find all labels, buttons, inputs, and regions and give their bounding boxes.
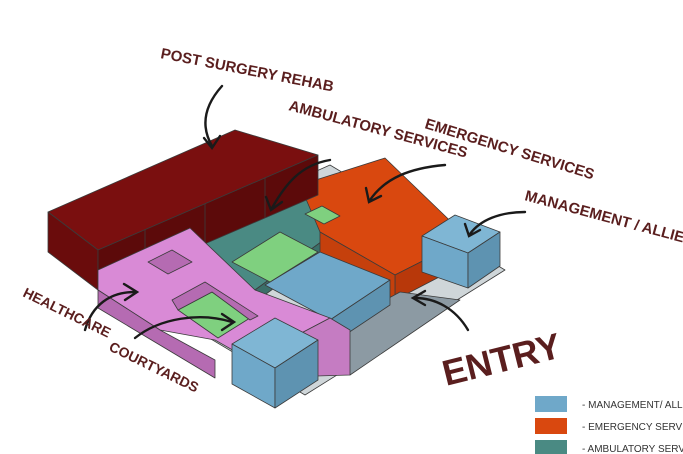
courtyard-small bbox=[304, 205, 341, 225]
arrow-entry bbox=[413, 296, 470, 332]
arrow-rehab bbox=[204, 84, 224, 148]
label-entry: ENTRY bbox=[438, 325, 565, 394]
legend-swatch-emergency bbox=[535, 418, 567, 434]
arrow-healthcare bbox=[83, 290, 137, 332]
arrow-ambulatory bbox=[270, 158, 332, 210]
legend: - MANAGEMENT/ ALLIED - EMERGENCY SERVICE… bbox=[535, 396, 683, 454]
label-post-surgery-rehab: POST SURGERY REHAB bbox=[159, 45, 335, 95]
legend-label-ambulatory: - AMBULATORY SERVICE bbox=[582, 444, 683, 454]
healthcare-courtyard-small bbox=[147, 249, 193, 275]
legend-swatch-management bbox=[535, 396, 567, 412]
arrow-management bbox=[468, 210, 527, 236]
courtyard-main bbox=[231, 231, 319, 283]
arrow-emergency bbox=[368, 163, 447, 202]
legend-swatch-ambulatory bbox=[535, 440, 567, 454]
legend-label-emergency: - EMERGENCY SERVICE bbox=[582, 422, 683, 433]
arrow-courtyards bbox=[133, 316, 234, 340]
legend-label-management: - MANAGEMENT/ ALLIED bbox=[582, 400, 683, 411]
label-management-allied: MANAGEMENT / ALLIED bbox=[523, 187, 683, 249]
